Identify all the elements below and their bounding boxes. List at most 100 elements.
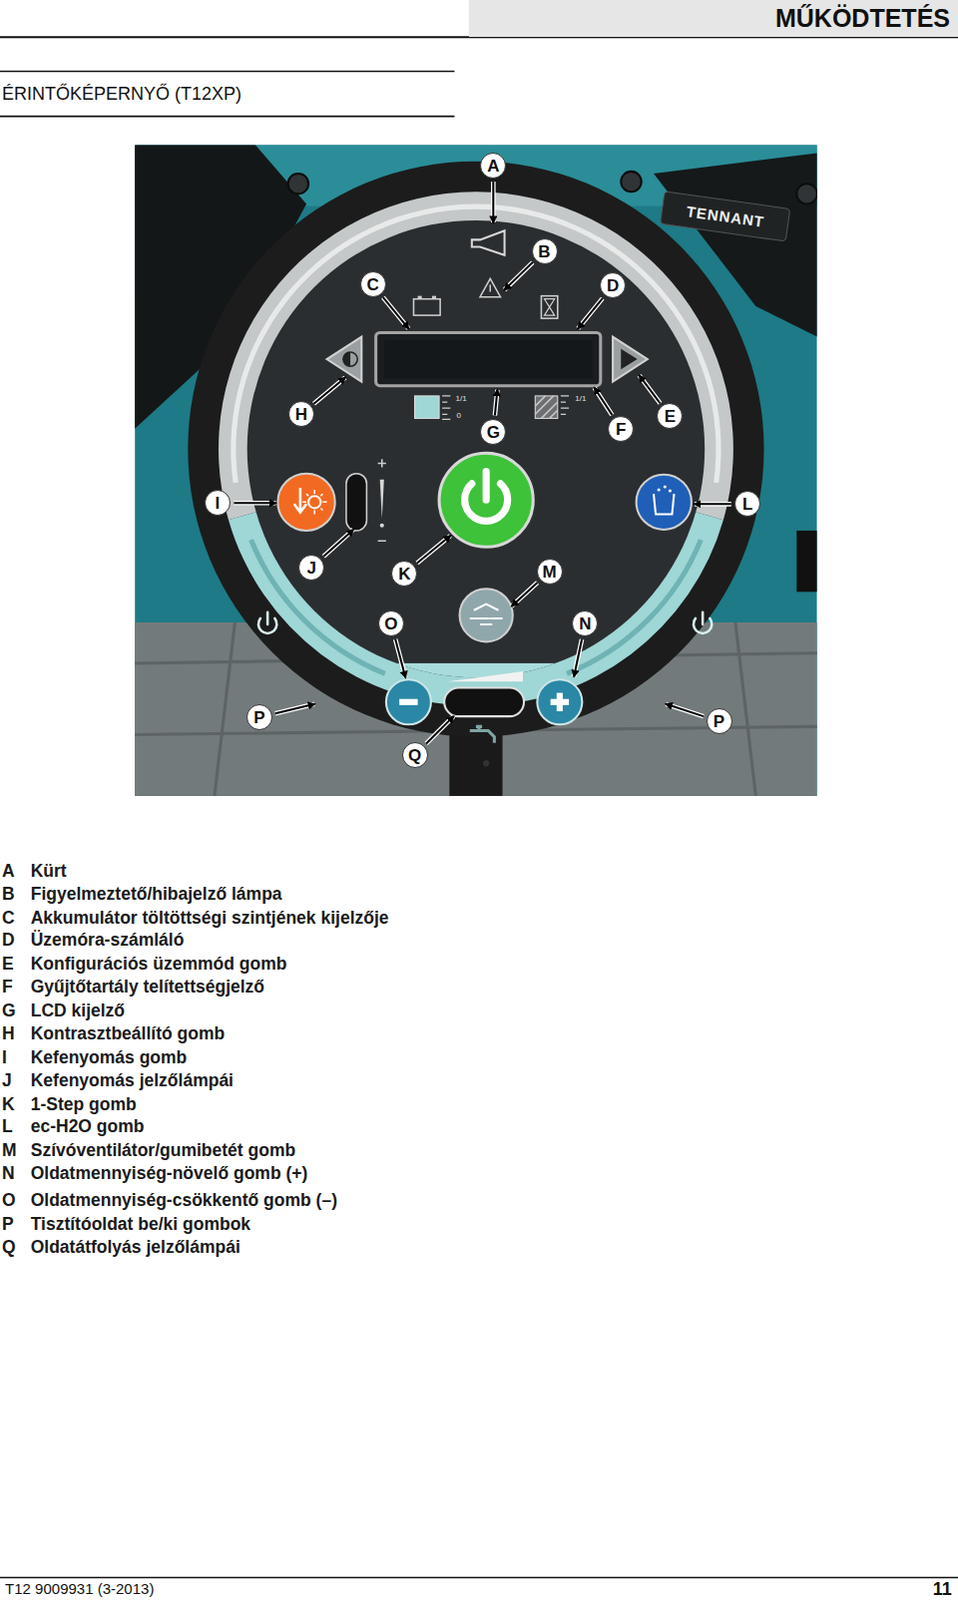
legend-entry: ec-H2O gomb xyxy=(30,1115,145,1138)
callout-letter: M xyxy=(536,558,563,585)
legend-entry: H xyxy=(1,1022,15,1045)
leader-halo xyxy=(323,529,354,557)
legend-entry: Figyelmeztető/hibajelző lámpa xyxy=(30,883,283,906)
callout-letter: L xyxy=(734,490,761,517)
leader-arrow xyxy=(233,501,276,504)
leader-halo xyxy=(395,639,406,678)
leader-halo xyxy=(233,500,276,506)
leader-halo xyxy=(504,262,533,290)
legend-entry: K xyxy=(1,1093,15,1116)
callout-letter: G xyxy=(479,419,506,446)
legend-entry: Kefenyomás jelzőlámpái xyxy=(30,1069,234,1092)
callout-letter: J xyxy=(298,554,325,581)
callout-letter: I xyxy=(204,489,231,516)
footer-text: T12 9009931 (3-2013) xyxy=(4,1579,154,1600)
legend-entry: E xyxy=(1,953,14,975)
legend-entry: P xyxy=(1,1213,14,1236)
callout-letter: O xyxy=(378,610,405,637)
leader-arrow xyxy=(511,582,538,607)
leader-arrow xyxy=(665,704,704,717)
leader-halo xyxy=(494,390,498,417)
leader-arrow xyxy=(323,529,354,557)
scale-mark: 1/1 xyxy=(574,394,586,405)
legend-entry: I xyxy=(1,1046,7,1069)
legend-entry: Konfigurációs üzemmód gomb xyxy=(30,953,288,975)
page-title: ÉRINTŐKÉPERNYŐ (T12XP) xyxy=(1,82,242,105)
legend-entry: D xyxy=(1,929,15,952)
legend-entry: Kürt xyxy=(30,860,67,883)
title-rule xyxy=(0,70,455,73)
scale-mark: 1/1 xyxy=(455,394,467,405)
callout-letter: P xyxy=(706,708,733,735)
brand-logo: TENNANT xyxy=(685,202,766,231)
section-heading: MŰKÖDTETÉS xyxy=(775,3,951,33)
legend-entry: N xyxy=(1,1162,15,1185)
legend-entry: Gyűjtőtartály telítettségjelző xyxy=(30,975,265,998)
callout-letter: P xyxy=(246,704,273,731)
callout-letter: N xyxy=(571,610,598,637)
legend-entry: C xyxy=(1,907,15,930)
legend-entry: LCD kijelző xyxy=(30,999,125,1022)
leader-arrow xyxy=(275,704,315,714)
legend-entry: Üzemóra-számláló xyxy=(30,929,185,952)
leader-halo xyxy=(490,181,496,223)
leader-halo xyxy=(694,501,732,507)
leader-halo xyxy=(383,297,409,329)
legend-entry: Akkumulátor töltöttségi szintjének kijel… xyxy=(30,907,390,930)
callout-letter: D xyxy=(599,272,626,299)
header-band: MŰKÖDTETÉS xyxy=(469,0,958,37)
legend-entry: A xyxy=(1,860,15,883)
leader-arrow xyxy=(594,388,613,416)
leader-halo xyxy=(511,582,538,607)
header-band-ground xyxy=(469,0,958,37)
scale-mark: 0 xyxy=(456,411,461,422)
legend-entry: J xyxy=(1,1069,12,1092)
leader-arrow xyxy=(639,375,661,404)
leader-halo xyxy=(417,535,451,563)
leader-arrow xyxy=(417,535,451,563)
callout-letter: A xyxy=(479,152,506,179)
leader-halo xyxy=(573,639,582,677)
callout-letter: C xyxy=(360,271,387,298)
legend-entry: Kefenyomás gomb xyxy=(30,1046,188,1069)
footer-rule xyxy=(0,1577,958,1580)
callout-letter: E xyxy=(656,403,683,430)
leader-arrow xyxy=(383,297,409,329)
leader-halo xyxy=(275,704,315,714)
callout-letter: H xyxy=(288,401,315,428)
leader-arrow xyxy=(313,377,345,404)
legend-entry: Oldatmennyiség-csökkentő gomb (–) xyxy=(30,1189,338,1212)
footer-text: 11 xyxy=(933,1578,953,1600)
legend-entry: Oldatmennyiség-növelő gomb (+) xyxy=(30,1162,309,1185)
legend-entry: B xyxy=(1,883,15,906)
legend-entry: 1-Step gomb xyxy=(30,1093,137,1116)
legend-entry: L xyxy=(1,1115,13,1138)
title-rule xyxy=(0,115,455,118)
leader-arrow xyxy=(504,262,533,290)
leader-halo xyxy=(665,704,704,717)
callout-letter: B xyxy=(531,238,558,265)
legend-entry: F xyxy=(1,975,13,998)
callout-letter: Q xyxy=(402,742,429,769)
leader-lines xyxy=(233,181,731,744)
callout-letter: F xyxy=(607,416,634,443)
legend-entry: Szívóventilátor/gumibetét gomb xyxy=(30,1139,296,1162)
legend-entry: Q xyxy=(1,1236,16,1259)
leader-arrow xyxy=(494,390,498,417)
legend-entry: M xyxy=(1,1139,17,1162)
leader-halo xyxy=(639,375,661,404)
leader-arrow xyxy=(573,639,582,677)
legend-entry: G xyxy=(1,999,16,1022)
leader-arrow xyxy=(395,639,406,678)
callout-letter: K xyxy=(391,560,418,587)
leader-arrow xyxy=(577,298,602,329)
legend-entry: O xyxy=(1,1189,16,1212)
leader-arrow xyxy=(426,716,454,744)
leader-arrow xyxy=(491,181,494,223)
panel-photo xyxy=(134,144,818,797)
legend-entry: Oldatátfolyás jelzőlámpái xyxy=(30,1236,241,1259)
leader-halo xyxy=(577,298,602,329)
leader-halo xyxy=(426,716,454,744)
